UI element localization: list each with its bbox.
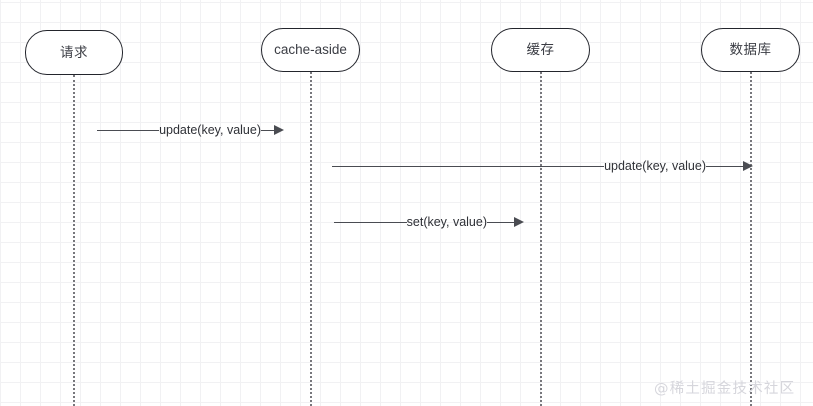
message-update-cache-aside-to-database[interactable]: update(key, value) [332,158,753,174]
lifeline-request [73,75,75,406]
arrowhead-icon [274,125,284,135]
message-line-tail [706,165,744,167]
lifeline-cache [540,72,542,406]
lifeline-cache-aside [310,72,312,406]
message-label: update(key, value) [159,122,261,137]
message-label: set(key, value) [406,214,487,229]
message-line [334,221,407,223]
participant-cache-aside[interactable]: cache-aside [261,28,360,72]
watermark: @稀土掘金技术社区 [654,381,796,397]
message-update-request-to-cache-aside[interactable]: update(key, value) [97,122,284,138]
arrowhead-icon [743,161,753,171]
message-line [97,129,160,131]
message-label: update(key, value) [604,158,706,173]
message-line [332,165,605,167]
message-line-tail [261,129,275,131]
participant-label-database: 数据库 [729,42,772,58]
participant-cache[interactable]: 缓存 [491,28,590,72]
participant-label-request: 请求 [60,44,88,60]
participant-request[interactable]: 请求 [25,30,123,75]
lifeline-database [750,72,752,406]
participant-label-cache: 缓存 [526,42,555,58]
message-set-cache-aside-to-cache[interactable]: set(key, value) [334,214,524,230]
participant-label-cache-aside: cache-aside [274,42,347,58]
arrowhead-icon [514,217,524,227]
message-line-tail [487,221,515,223]
participant-database[interactable]: 数据库 [701,28,800,72]
